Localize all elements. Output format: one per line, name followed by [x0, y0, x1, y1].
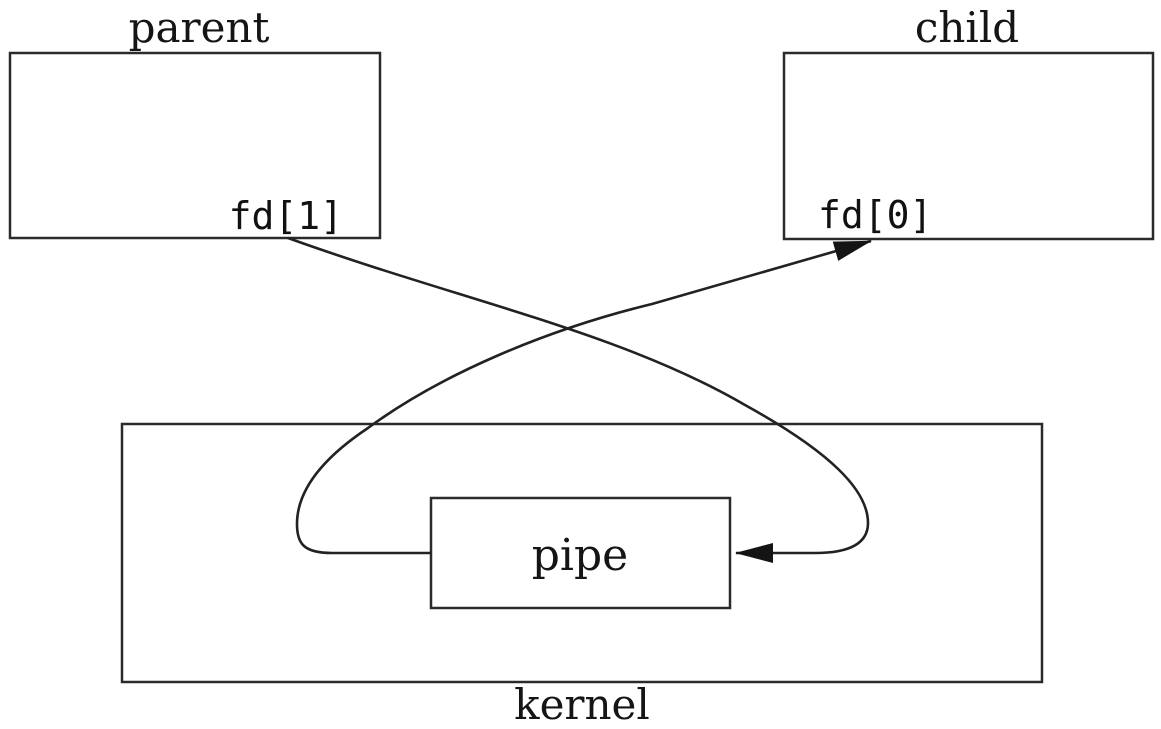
child-process-box [782, 51, 1155, 241]
parent-label: parent [129, 3, 270, 52]
pipe-label: pipe [532, 530, 628, 581]
parent-fd1-to-pipe-arrow [287, 236, 870, 563]
pipe-to-child-fd0-arrow [295, 239, 872, 555]
parent-fd1-label: fd[1] [229, 194, 343, 238]
kernel-label: kernel [514, 680, 650, 729]
pipe-box [429, 496, 732, 610]
child-fd0-label: fd[0] [818, 193, 932, 237]
child-label: child [915, 3, 1019, 52]
parent-process-box [8, 51, 382, 240]
